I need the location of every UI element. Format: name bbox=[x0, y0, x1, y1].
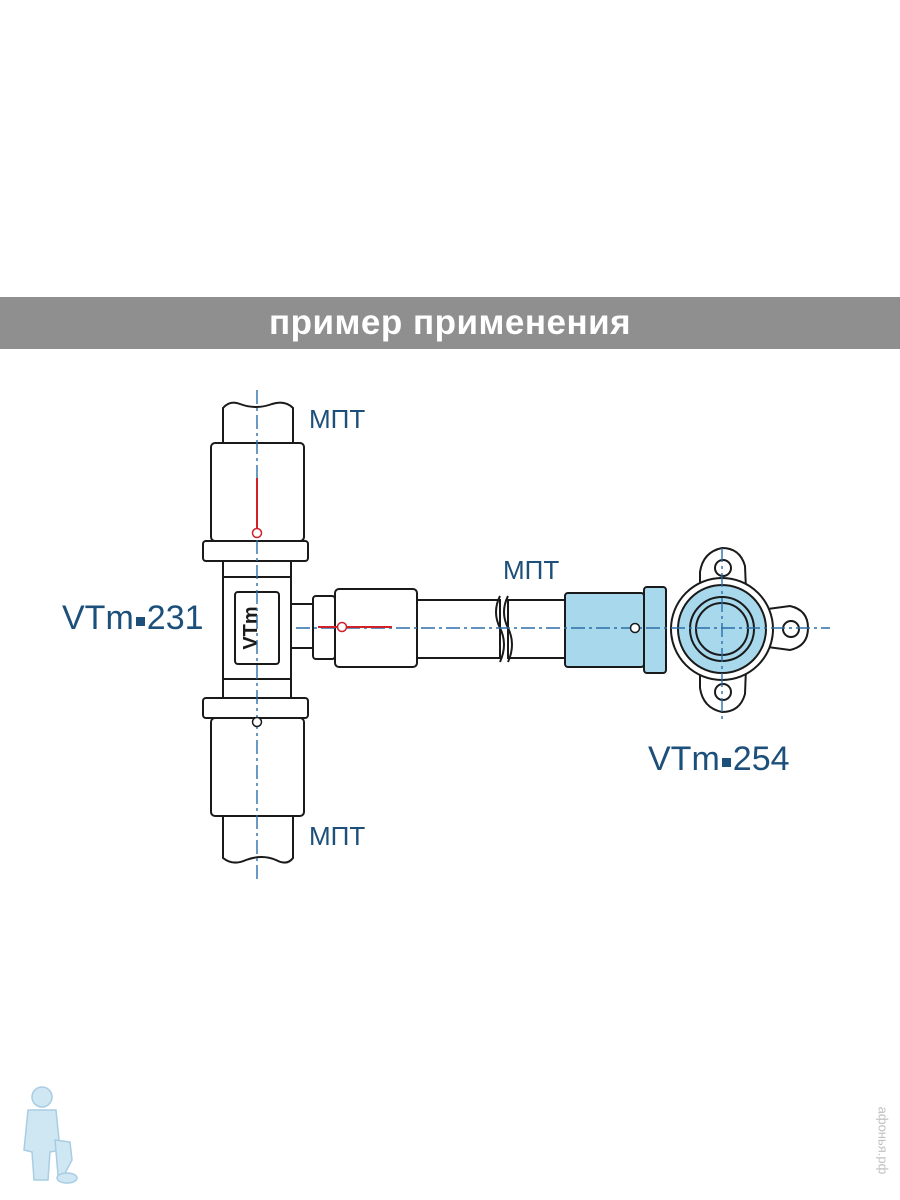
label-mpt-bottom: МПТ bbox=[309, 821, 366, 851]
wall-code-number: 254 bbox=[732, 740, 790, 778]
insertion-depth-marks bbox=[256, 478, 392, 628]
label-mpt-middle: МПТ bbox=[503, 555, 560, 585]
tee-code-number: 231 bbox=[146, 599, 204, 637]
inspection-holes bbox=[251, 527, 348, 633]
bottom-pipe bbox=[222, 815, 294, 864]
plumber-figure-icon bbox=[23, 1086, 78, 1184]
site-watermark: афонья.рф bbox=[868, 1090, 898, 1190]
tee-logo-text: VTm bbox=[240, 606, 262, 649]
bottom-press-sleeve bbox=[202, 697, 309, 817]
tee-body bbox=[222, 560, 314, 699]
horizontal-pipe bbox=[416, 599, 566, 659]
label-wall-fitting-code: VTm 254 bbox=[648, 740, 790, 779]
inspection-holes-plain bbox=[251, 622, 641, 728]
tee-code-separator bbox=[135, 617, 145, 626]
watermark-text: афонья.рф bbox=[875, 1106, 891, 1174]
label-tee-code: VTm 231 bbox=[62, 599, 204, 638]
top-pipe bbox=[222, 401, 294, 444]
tee-code-prefix: VTm bbox=[62, 599, 134, 637]
label-mpt-top: МПТ bbox=[309, 404, 366, 434]
wall-fitting-sleeve-highlight bbox=[564, 586, 667, 674]
banner-title: пример применения bbox=[268, 303, 632, 342]
wall-code-prefix: VTm bbox=[648, 740, 720, 778]
header-banner: пример применения bbox=[0, 297, 900, 349]
top-press-sleeve bbox=[202, 442, 309, 562]
wall-code-separator bbox=[721, 758, 731, 767]
wall-plate-fitting bbox=[670, 546, 810, 714]
